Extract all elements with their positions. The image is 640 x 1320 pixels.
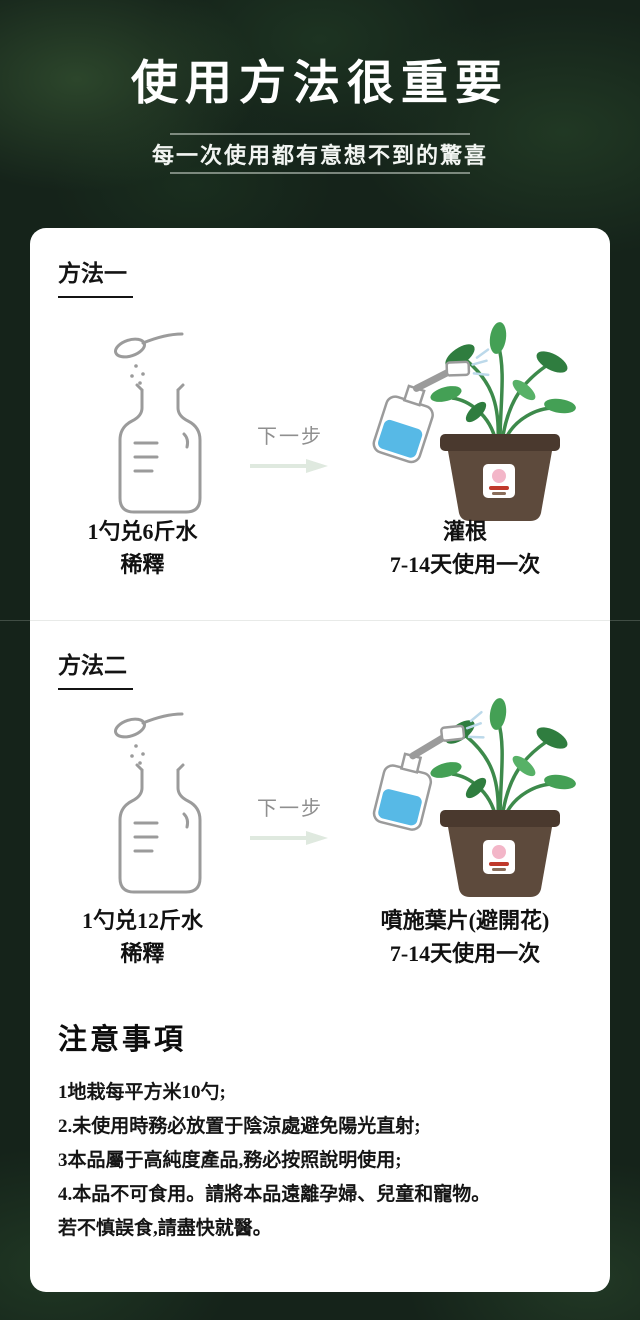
subtitle-line-bottom <box>170 172 470 174</box>
sprayer-icon <box>372 710 485 831</box>
usage-caption-1: 灌根 7-14天使用一次 <box>325 515 605 581</box>
notes-title: 注意事項 <box>58 1024 187 1056</box>
usage-caption-2: 噴施葉片(避開花) 7-14天使用一次 <box>325 904 605 970</box>
dilution-ratio-1: 1勺兑6斤水 <box>87 519 198 544</box>
plant-pot-icon <box>372 698 576 897</box>
next-step-2: 下一步 <box>235 792 345 852</box>
pot-logo <box>483 464 515 498</box>
note-line: 4.本品不可食用。請將本品遠離孕婦、兒童和寵物。 <box>58 1184 491 1205</box>
page-title: 使用方法很重要 <box>131 58 509 110</box>
spoon-icon <box>114 337 146 359</box>
next-step-label: 下一步 <box>257 426 323 448</box>
next-step-1: 下一步 <box>235 420 345 480</box>
section-divider <box>30 620 610 621</box>
page-subtitle: 每一次使用都有意想不到的驚喜 <box>151 143 488 168</box>
usage-mode-1: 灌根 <box>442 519 487 544</box>
spoon-icon <box>114 717 146 739</box>
image-seam-line <box>0 620 640 621</box>
note-line: 1地栽每平方米10勺; <box>58 1082 226 1103</box>
next-step-label: 下一步 <box>257 798 323 820</box>
plant-leaves <box>430 322 576 423</box>
arrow-right-icon <box>250 831 328 845</box>
usage-frequency-1: 7-14天使用一次 <box>389 552 541 577</box>
powder-dots <box>130 364 145 385</box>
note-line: 2.未使用時務必放置于陰涼處避免陽光直射; <box>58 1116 421 1137</box>
method-1-heading: 方法一 <box>58 254 133 298</box>
dilution-caption-1: 1勺兑6斤水 稀釋 <box>35 515 250 581</box>
plant-pot-icon <box>372 322 576 521</box>
dilution-bottle-icon <box>114 332 202 514</box>
pot-logo <box>483 840 515 874</box>
dilution-bottle-icon <box>114 712 202 894</box>
method-2-heading: 方法二 <box>58 646 133 690</box>
note-line: 若不慎誤食,請盡快就醫。 <box>58 1218 272 1239</box>
arrow-right-icon <box>250 459 328 473</box>
pot <box>440 434 560 521</box>
notes-list: 1地栽每平方米10勺; 2.未使用時務必放置于陰涼處避免陽光直射; 3本品屬于高… <box>58 1076 583 1246</box>
subtitle-line-top <box>170 133 470 135</box>
pot <box>440 810 560 897</box>
dilution-word-1: 稀釋 <box>120 552 165 577</box>
dilution-word-2: 稀釋 <box>120 941 165 966</box>
sprayer-icon <box>372 348 490 464</box>
usage-mode-2: 噴施葉片(避開花) <box>380 908 550 933</box>
usage-frequency-2: 7-14天使用一次 <box>389 941 541 966</box>
powder-dots <box>130 744 145 765</box>
dilution-ratio-2: 1勺兑12斤水 <box>81 908 203 933</box>
note-line: 3本品屬于高純度產品,務必按照說明使用; <box>58 1150 402 1171</box>
dilution-caption-2: 1勺兑12斤水 稀釋 <box>35 904 250 970</box>
content-card: 方法一 下一步 <box>30 228 610 1292</box>
